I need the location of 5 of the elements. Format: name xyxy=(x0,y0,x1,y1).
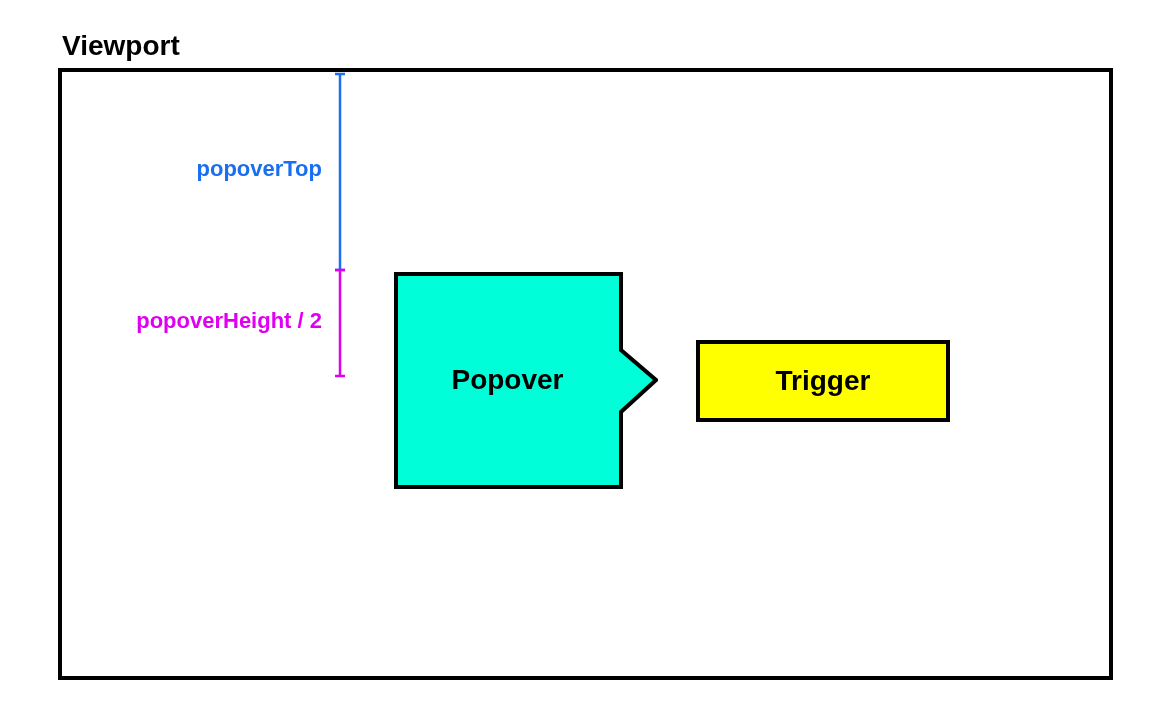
dimension-label: popoverHeight / 2 xyxy=(136,308,322,334)
dimension-label: popoverTop xyxy=(196,156,322,182)
trigger-box: Trigger xyxy=(696,340,950,422)
popover-label: Popover xyxy=(450,364,565,396)
frame-title: Viewport xyxy=(62,30,180,62)
